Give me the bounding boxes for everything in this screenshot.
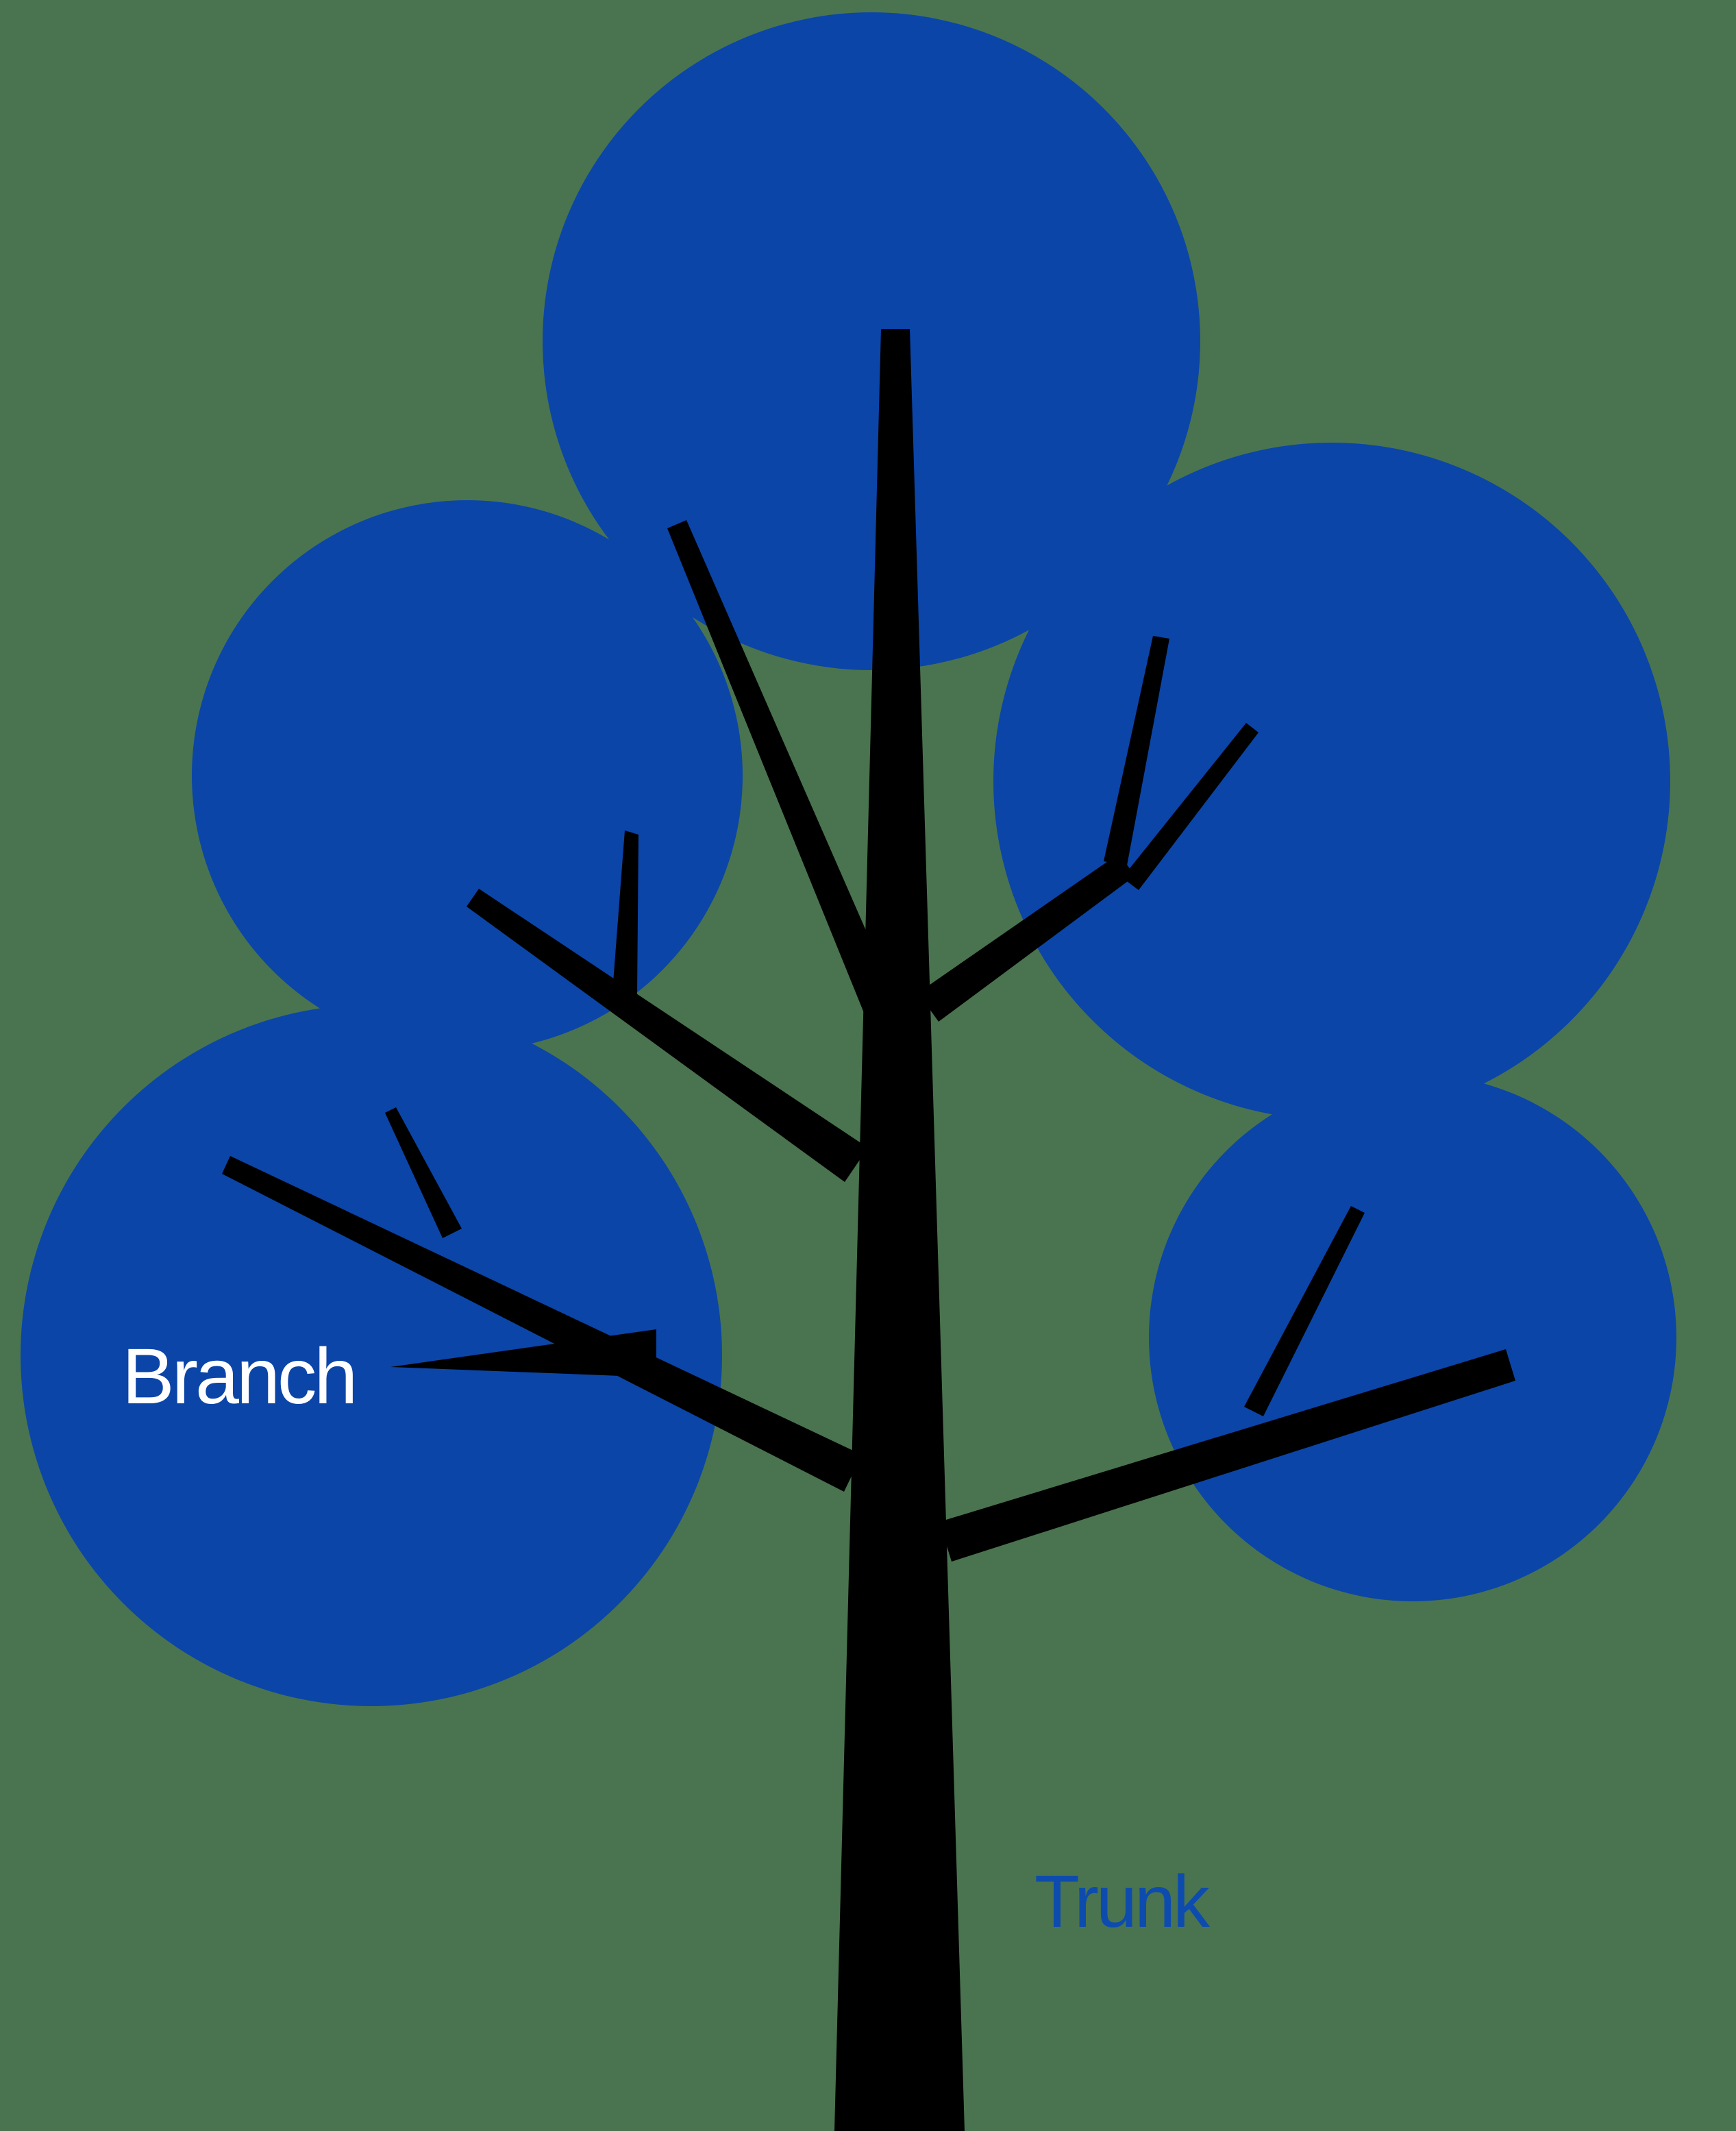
trunk-label: Trunk (1034, 1860, 1211, 1943)
foliage-circle-lower-right (1149, 1074, 1676, 1601)
branch-upper-right-prong-long (1104, 636, 1169, 865)
branch-lower-right-twig (1244, 1206, 1365, 1416)
trunk-shape (834, 329, 965, 2131)
branch-upper-right (918, 854, 1135, 1022)
foliage-circle-top (543, 12, 1200, 670)
branch-label: Branch (122, 1333, 355, 1420)
branch-upper-left (667, 520, 907, 1038)
foliage-circle-upper-right (993, 443, 1670, 1120)
branch-lower-left (222, 1156, 862, 1492)
branch-lower-right (939, 1349, 1515, 1562)
branch-middle-left-twig (612, 830, 638, 995)
branch-upper-right-prong-short (1122, 723, 1258, 890)
foliage-group (21, 12, 1676, 1706)
wood-group (222, 329, 1515, 2131)
foliage-circle-lower-left (21, 1005, 722, 1706)
branch-lower-left-spur (390, 1329, 656, 1377)
branch-middle-left (467, 889, 868, 1182)
branch-lower-left-twig (385, 1107, 462, 1238)
foliage-circle-upper-left (192, 500, 743, 1051)
